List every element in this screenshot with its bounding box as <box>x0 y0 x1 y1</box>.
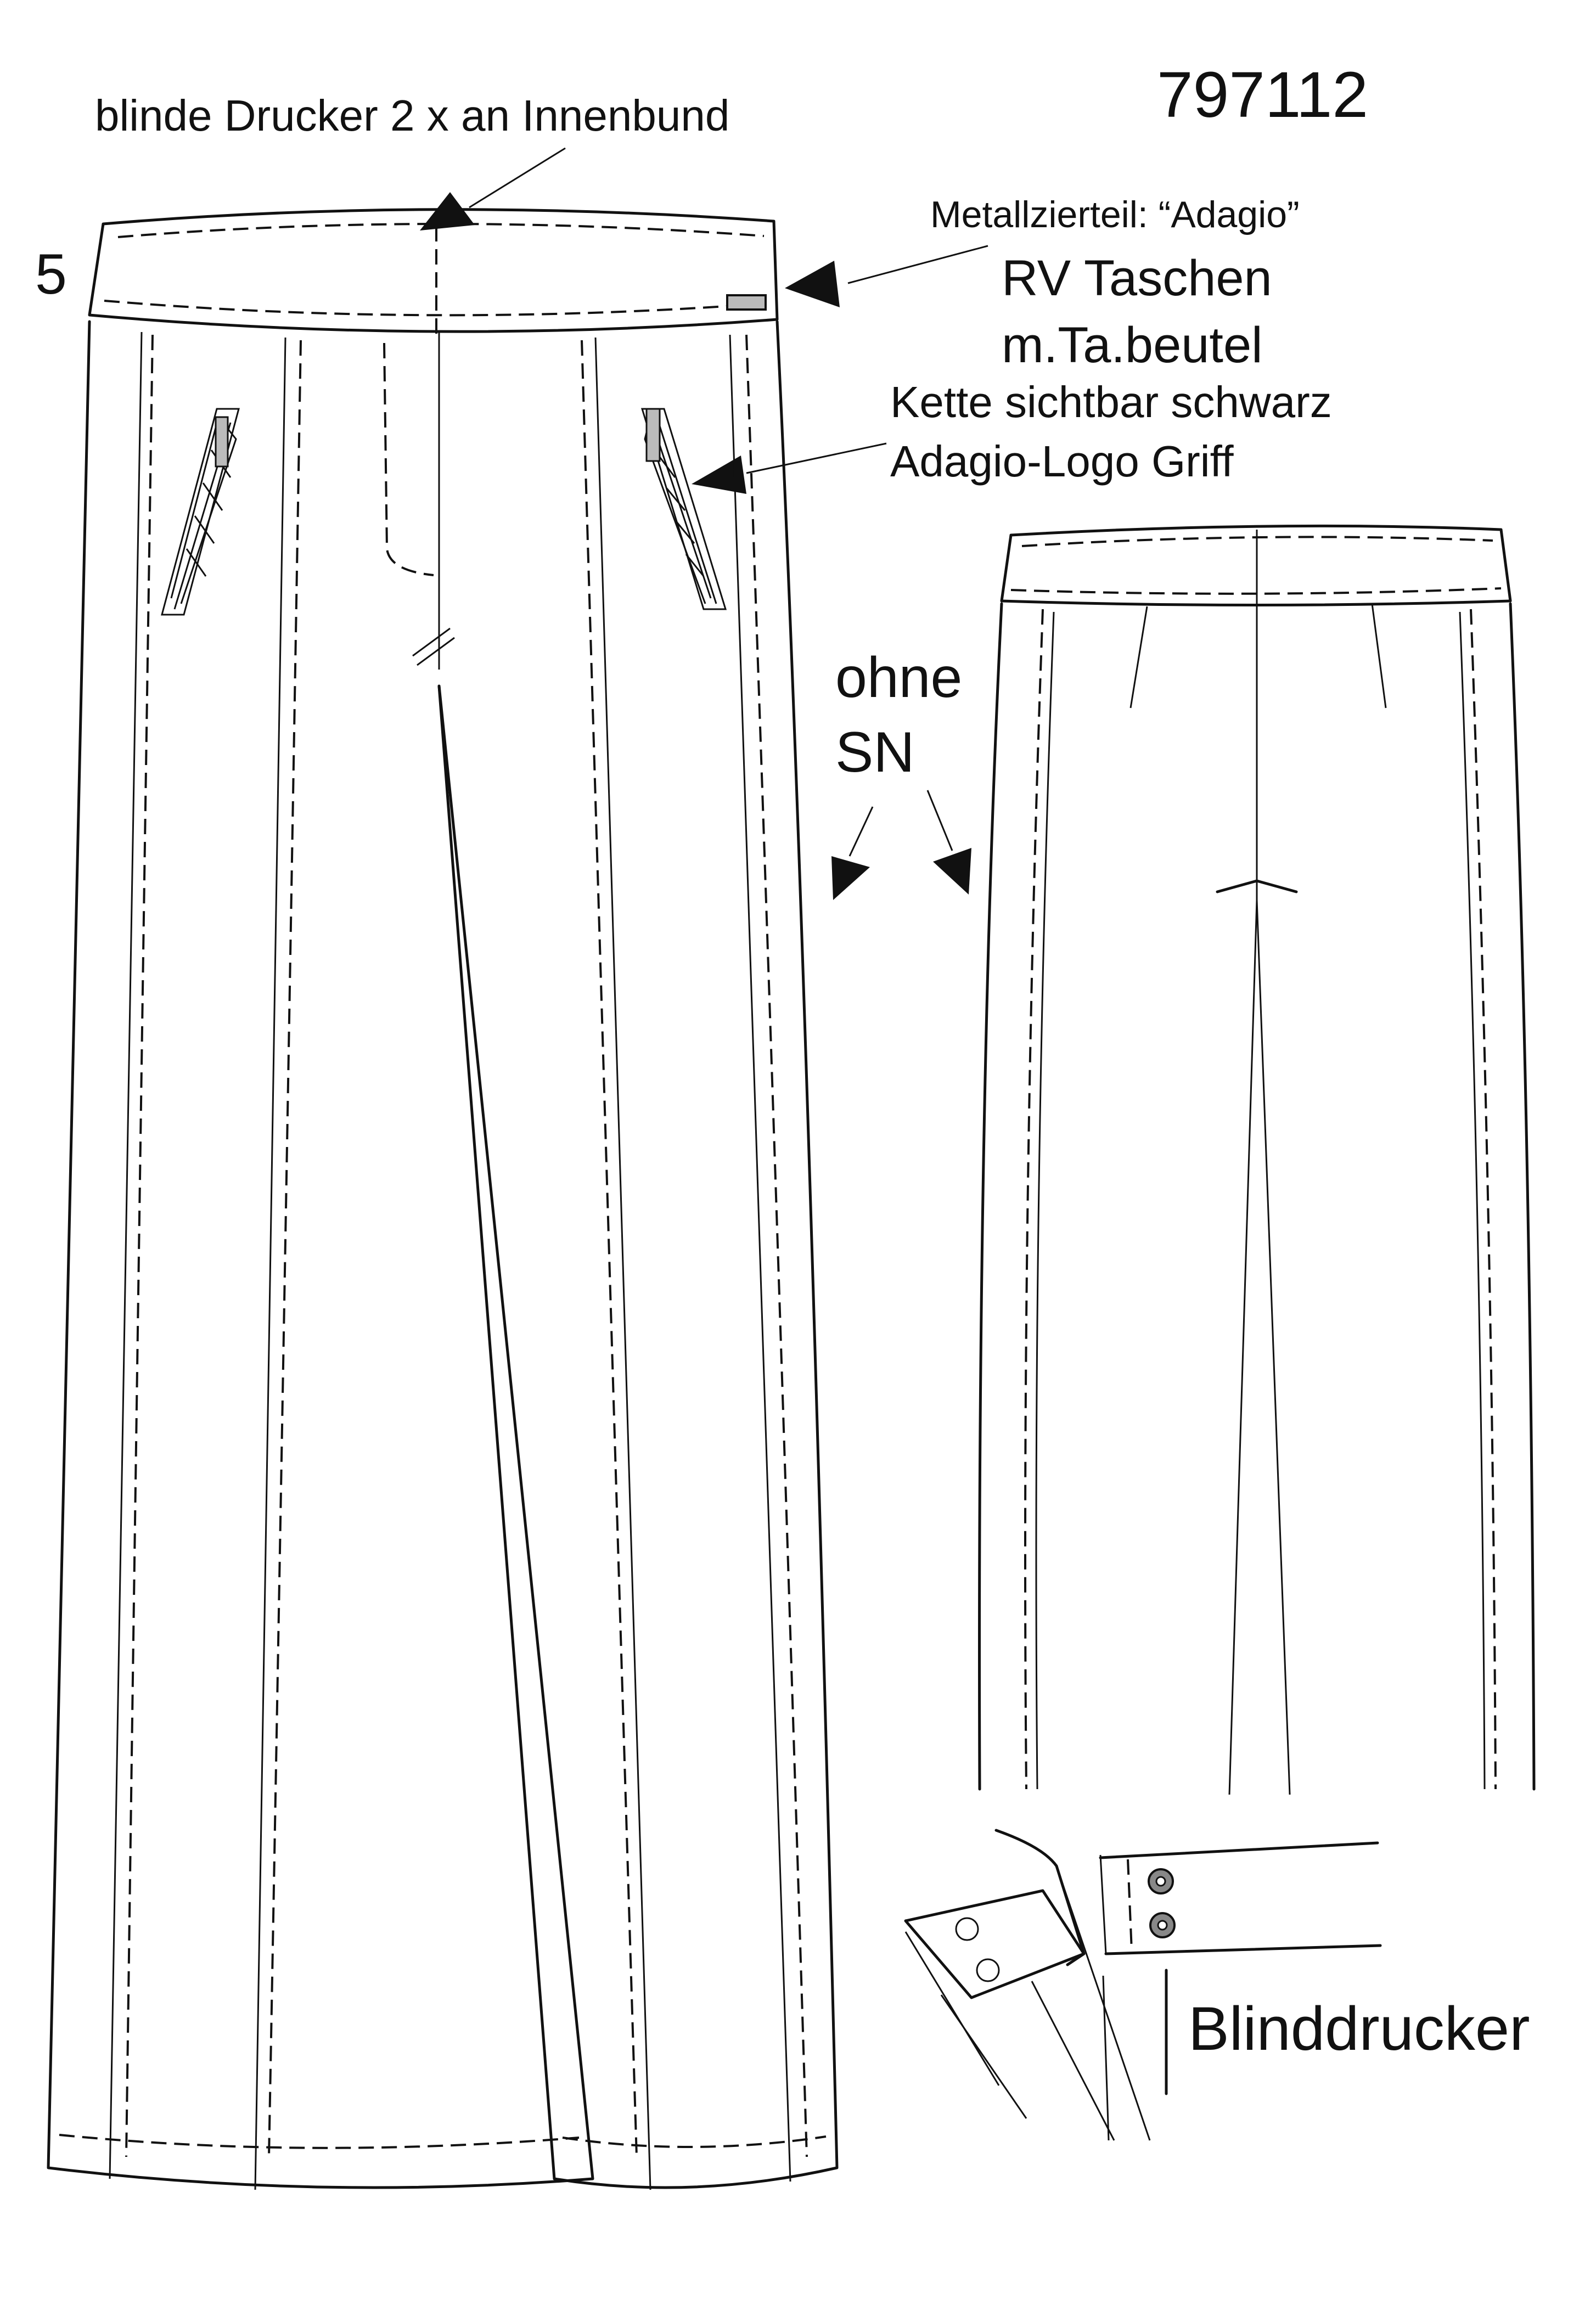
callout-no-side-seam-right <box>926 790 971 895</box>
zip-puller <box>215 416 229 468</box>
back-leg-outline-right <box>1509 602 1536 1791</box>
zip-puller <box>645 408 661 462</box>
callout-chain <box>692 442 887 494</box>
arrowhead-icon <box>420 192 475 231</box>
left-zip-pocket <box>161 408 240 616</box>
pocket-bag-note: m.Ta.beutel <box>1002 317 1263 373</box>
side-seam-abbr: SN <box>835 721 914 784</box>
metal-trim-note: Metallzierteil: “Adagio” <box>930 194 1300 235</box>
arrowhead-icon <box>831 856 870 900</box>
callout-metal-trim <box>785 245 988 307</box>
arrowhead-icon <box>785 261 840 307</box>
chain-note: Kette sichtbar schwarz <box>890 378 1332 426</box>
back-leg-outline-left <box>978 602 1003 1791</box>
no-side-seam-note: ohne <box>835 646 962 710</box>
blind-snap-detail <box>904 1829 1382 2141</box>
snap-icon <box>955 1917 979 1941</box>
arrowhead-icon <box>692 456 746 494</box>
logo-pull-note: Adagio-Logo Griff <box>890 437 1234 486</box>
back-waistband <box>1000 524 1512 606</box>
zip-pockets-note: RV Taschen <box>1002 250 1272 306</box>
front-right-leg-outline <box>437 320 839 2189</box>
back-view-trousers <box>978 524 1536 1795</box>
metal-trim-plate <box>726 294 767 311</box>
arrowhead-icon <box>933 848 971 895</box>
callout-inner-waistband <box>420 147 566 231</box>
inner-waistband-note: blinde Drucker 2 x an Innenbund <box>95 91 729 140</box>
front-waistband <box>88 208 779 333</box>
size-label: 5 <box>35 243 67 306</box>
article-number: 797112 <box>1157 59 1368 131</box>
callout-no-side-seam-left <box>831 806 874 900</box>
snap-icon <box>976 1958 1000 1982</box>
blind-snap-note: Blinddrucker <box>1188 1994 1530 2063</box>
front-view-trousers <box>47 208 839 2190</box>
right-zip-pocket <box>640 408 727 610</box>
